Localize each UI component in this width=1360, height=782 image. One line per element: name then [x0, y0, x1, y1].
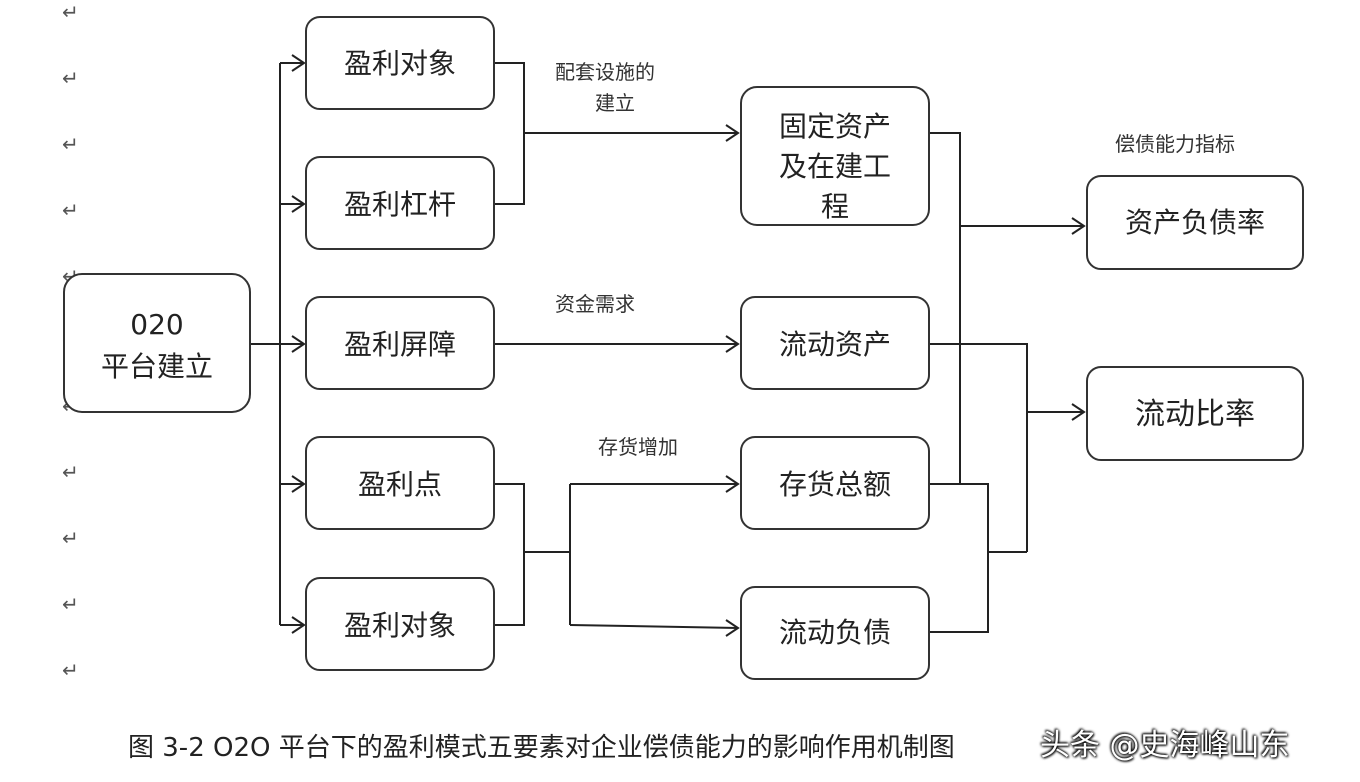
- arrowhead-icon: [725, 124, 740, 142]
- edge-label-inventory-increase: 存货增加: [598, 435, 678, 459]
- paragraph-mark-icon: ↵: [62, 198, 79, 222]
- edge-fixed-inventory-bracket: [930, 132, 961, 485]
- paragraph-mark-icon: ↵: [62, 658, 79, 682]
- arrowhead-icon: [291, 195, 306, 213]
- figure-caption: 图 3-2 O2O 平台下的盈利模式五要素对企业偿债能力的影响作用机制图: [128, 733, 955, 763]
- arrowhead-icon: [725, 335, 740, 353]
- node-fixed-assets: 固定资产 及在建工 程: [740, 86, 930, 226]
- connectors: [250, 54, 1086, 637]
- edge-label-solvency-indicator: 偿债能力指标: [1115, 132, 1235, 156]
- arrowhead-icon: [1071, 403, 1086, 421]
- edge-current-assets-bracket: [930, 343, 1028, 552]
- arrowhead-icon: [725, 475, 740, 493]
- watermark: 头条 @史海峰山东: [1040, 728, 1290, 763]
- node-profit-point: 盈利点: [305, 436, 495, 530]
- node-current-assets-label: 流动资产: [779, 328, 891, 361]
- node-platform-line2: 平台建立: [101, 350, 213, 383]
- node-profit-object-1: 盈利对象: [305, 16, 495, 110]
- node-profit-leverage: 盈利杠杆: [305, 156, 495, 250]
- edge-inventory-liabilities: [930, 483, 989, 633]
- node-profit-object-1-label: 盈利对象: [344, 47, 456, 80]
- node-current-ratio: 流动比率: [1086, 366, 1304, 461]
- node-profit-barrier-label: 盈利屏障: [344, 328, 456, 361]
- node-current-assets: 流动资产: [740, 296, 930, 390]
- edge-merge-bottom: [495, 483, 525, 626]
- paragraph-mark-icon: ↵: [62, 526, 79, 550]
- arrowhead-icon: [291, 475, 306, 493]
- node-profit-barrier: 盈利屏障: [305, 296, 495, 390]
- edge-merge-top: [495, 62, 525, 205]
- node-debt-ratio: 资产负债率: [1086, 175, 1304, 270]
- arrowhead-icon: [291, 54, 306, 72]
- node-current-liabilities: 流动负债: [740, 586, 930, 680]
- edge-label-facilities-line2: 建立: [595, 91, 635, 115]
- node-debt-ratio-label: 资产负债率: [1125, 206, 1265, 239]
- node-platform: 020 平台建立: [63, 273, 251, 413]
- node-fixed-assets-line1: 固定资产: [779, 110, 891, 143]
- arrowhead-icon: [725, 619, 740, 637]
- node-profit-leverage-label: 盈利杠杆: [344, 188, 456, 221]
- node-fixed-assets-line3: 程: [821, 190, 849, 223]
- arrowhead-icon: [291, 616, 306, 634]
- node-current-ratio-label: 流动比率: [1135, 397, 1255, 432]
- node-inventory-total: 存货总额: [740, 436, 930, 530]
- node-profit-object-2: 盈利对象: [305, 577, 495, 671]
- edge-to-current-liabilities: [569, 624, 739, 629]
- node-fixed-assets-line2: 及在建工: [779, 150, 891, 183]
- paragraph-mark-icon: ↵: [62, 66, 79, 90]
- node-current-liabilities-label: 流动负债: [779, 616, 891, 649]
- edge-label-facilities-line1: 配套设施的: [555, 60, 655, 84]
- paragraph-mark-icon: ↵: [62, 592, 79, 616]
- node-profit-point-label: 盈利点: [358, 468, 442, 501]
- paragraph-mark-icon: ↵: [62, 0, 79, 24]
- paragraph-mark-icon: ↵: [62, 132, 79, 156]
- arrowhead-icon: [291, 335, 306, 353]
- paragraph-mark-icon: ↵: [62, 460, 79, 484]
- node-profit-object-2-label: 盈利对象: [344, 609, 456, 642]
- arrowhead-icon: [1071, 217, 1086, 235]
- node-inventory-total-label: 存货总额: [779, 468, 891, 501]
- node-platform-line1: 020: [130, 308, 183, 341]
- edge-label-capital-demand: 资金需求: [555, 292, 635, 316]
